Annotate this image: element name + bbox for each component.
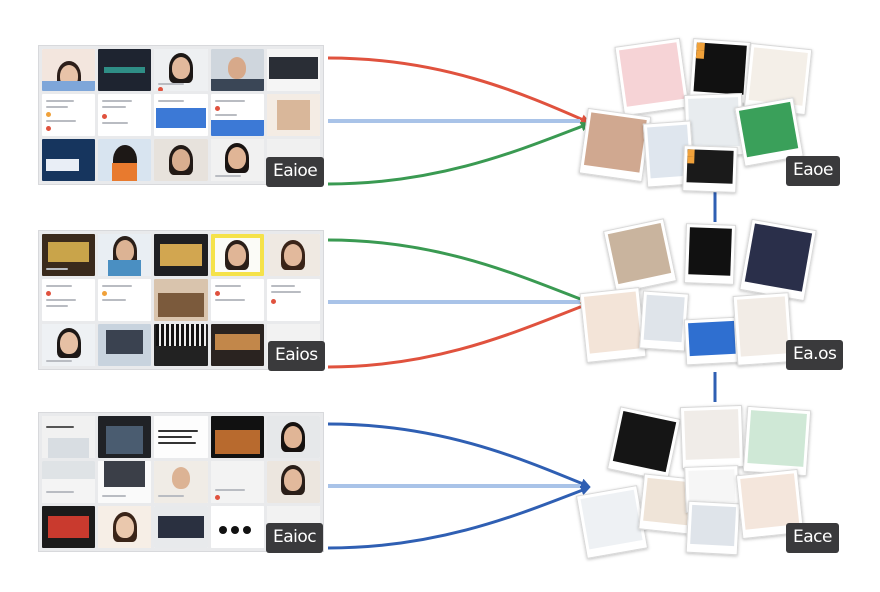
thumbnail <box>154 324 208 366</box>
photo-card <box>603 218 677 294</box>
thumbnail <box>210 94 264 136</box>
photo-card <box>732 292 794 366</box>
thumbnail <box>154 506 208 548</box>
thumbnail <box>42 461 96 503</box>
arrow-row2-top <box>327 238 591 305</box>
photo-card <box>578 107 652 183</box>
thumbnail <box>98 506 152 548</box>
photo-card <box>685 500 741 556</box>
thumbnail <box>98 49 152 91</box>
thumbnail <box>210 234 264 276</box>
thumbnail <box>154 234 208 276</box>
thumbnail <box>42 324 96 366</box>
thumbnail <box>42 49 96 91</box>
photo-card <box>614 37 690 117</box>
thumbnail <box>266 94 320 136</box>
thumbnail <box>42 279 96 321</box>
target-label-1: Eaoe <box>786 156 841 186</box>
photo-card <box>639 290 689 352</box>
photo-card <box>607 406 681 482</box>
arrow-row3-top <box>327 422 591 488</box>
target-label-2: Ea.os <box>786 340 844 370</box>
thumbnail <box>154 94 208 136</box>
arrow-row1-bottom <box>327 121 591 186</box>
arrow-row1-top <box>327 56 591 124</box>
thumbnail <box>266 416 320 458</box>
source-grid-3 <box>38 412 324 552</box>
thumbnail <box>266 49 320 91</box>
thumbnail <box>42 506 96 548</box>
thumbnail <box>154 461 208 503</box>
thumbnail <box>98 279 152 321</box>
thumbnail <box>210 279 264 321</box>
thumbnail <box>266 234 320 276</box>
arrow-row2-bottom <box>327 301 591 369</box>
thumbnail <box>42 94 96 136</box>
thumbnail <box>210 416 264 458</box>
thumbnail <box>154 279 208 321</box>
thumbnail <box>98 94 152 136</box>
thumbnail <box>210 506 264 548</box>
thumbnail <box>210 461 264 503</box>
photo-card <box>742 405 812 477</box>
photo-card <box>683 223 737 285</box>
photo-card <box>739 218 817 302</box>
thumbnail <box>42 234 96 276</box>
arrow-row3-bottom <box>327 485 591 550</box>
thumbnail <box>266 279 320 321</box>
photo-card <box>579 287 647 363</box>
photo-card <box>679 404 745 470</box>
source-label-3: Eaioc <box>266 523 324 553</box>
thumbnail <box>98 324 152 366</box>
photo-card <box>683 316 741 366</box>
thumbnail <box>98 234 152 276</box>
photo-card <box>682 145 738 193</box>
thumbnail <box>210 324 264 366</box>
thumbnail <box>210 49 264 91</box>
thumbnail <box>154 139 208 181</box>
thumbnail <box>42 139 96 181</box>
source-label-1: Eaioe <box>266 157 325 187</box>
thumbnail <box>154 49 208 91</box>
thumbnail <box>266 461 320 503</box>
target-label-3: Eace <box>786 523 839 553</box>
thumbnail <box>98 139 152 181</box>
thumbnail <box>210 139 264 181</box>
thumbnail <box>42 416 96 458</box>
photo-card <box>575 485 649 559</box>
thumbnail <box>98 461 152 503</box>
thumbnail <box>154 416 208 458</box>
thumbnail <box>98 416 152 458</box>
source-label-2: Eaios <box>268 341 325 371</box>
